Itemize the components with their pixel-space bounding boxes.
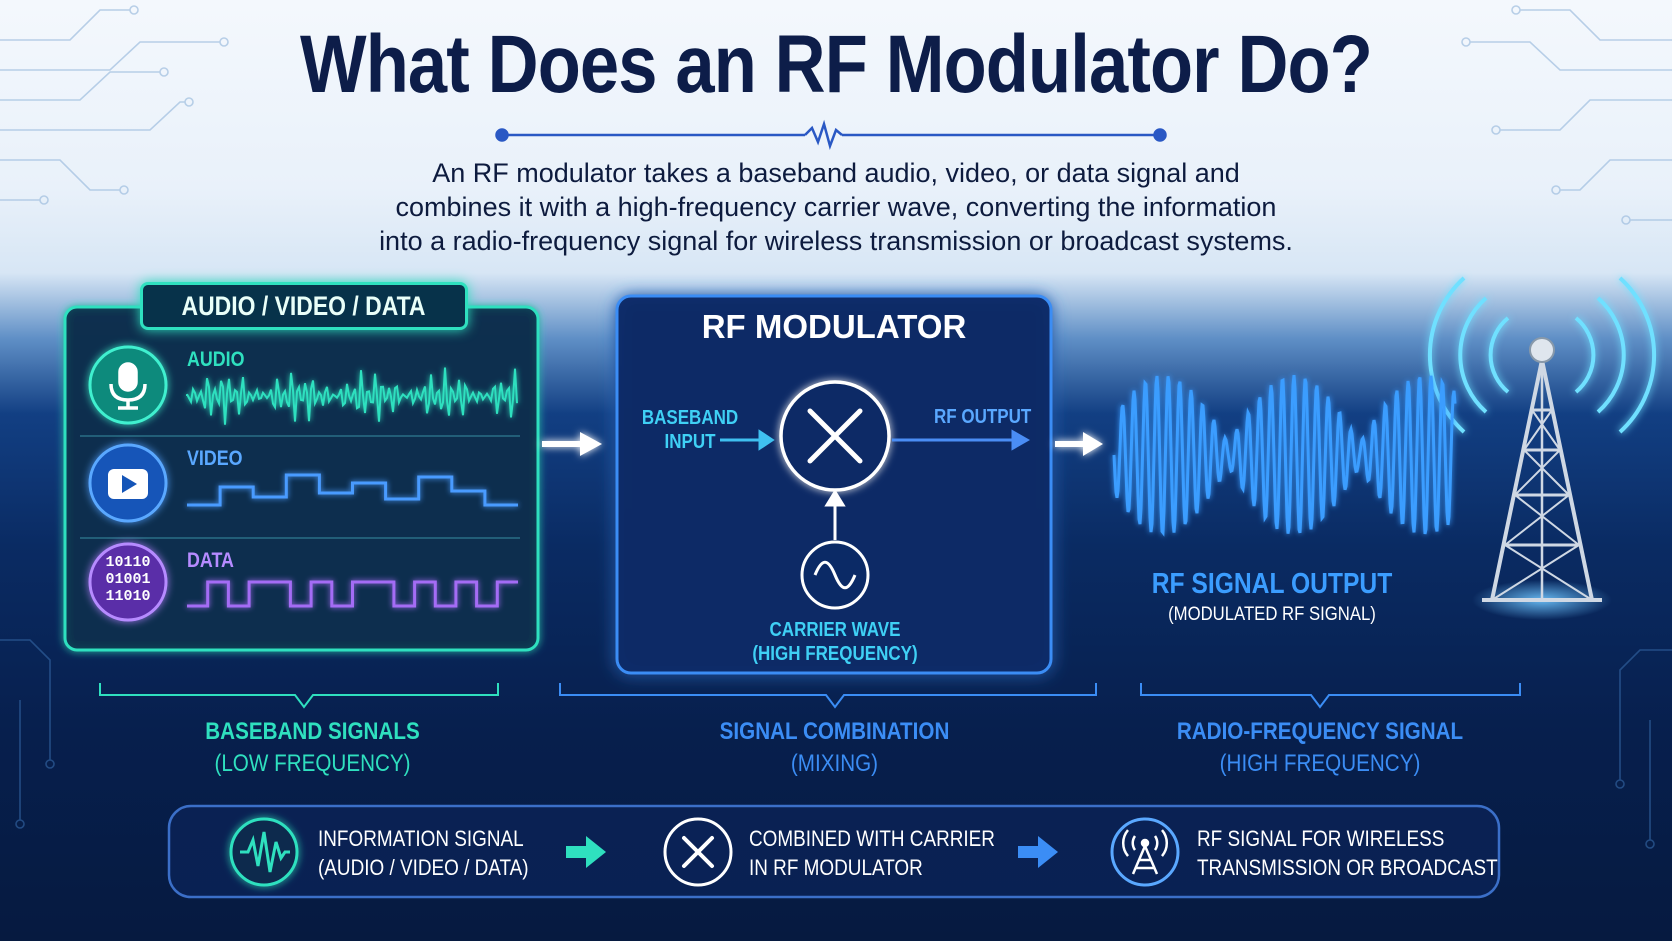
rf-output-waveform (1112, 374, 1457, 537)
mixer-icon (682, 836, 714, 868)
microphone-icon (109, 362, 147, 410)
stage-1-label: BASEBAND SIGNALS (205, 718, 420, 745)
tower-icon (1482, 359, 1602, 602)
summary-antenna-circle (1110, 817, 1180, 887)
rf-signal-output-subtitle: (MODULATED RF SIGNAL) (1168, 604, 1376, 625)
summary-wave-circle (229, 817, 299, 887)
modulator-arrows (720, 429, 1031, 540)
binary-icon: 10110 01001 11010 (105, 554, 151, 605)
stage-brackets (99, 683, 1521, 709)
data-label: DATA (187, 549, 234, 572)
video-waveform (187, 473, 518, 507)
stage-2-sub: (MIXING) (790, 750, 879, 777)
page-title: What Does an RF Modulator Do? (300, 19, 1373, 110)
video-label: VIDEO (187, 447, 243, 470)
sine-icon (813, 560, 857, 590)
stage-3-sub: (HIGH FREQUENCY) (1219, 750, 1421, 777)
modulator-title: RF MODULATOR (701, 308, 967, 345)
audio-label: AUDIO (187, 348, 245, 371)
baseband-input-label: BASEBAND INPUT (641, 407, 739, 453)
summary-step-2: COMBINED WITH CARRIER IN RF MODULATOR (749, 826, 995, 880)
description-line-1: An RF modulator takes a baseband audio, … (432, 158, 1240, 188)
play-icon (108, 469, 148, 499)
title-divider (495, 119, 1167, 151)
carrier-wave-label: CARRIER WAVE (HIGH FREQUENCY) (752, 619, 918, 665)
circuit-traces (0, 5, 1672, 225)
flow-arrow-1 (542, 432, 602, 456)
summary-arrows (566, 836, 1058, 868)
stage-3-label: RADIO-FREQUENCY SIGNAL (1176, 718, 1464, 745)
stage-1-sub: (LOW FREQUENCY) (214, 750, 411, 777)
flow-arrow-2 (1055, 432, 1103, 456)
description-line-3: into a radio-frequency signal for wirele… (379, 226, 1293, 256)
description-line-2: combines it with a high-frequency carrie… (395, 192, 1277, 222)
input-panel-tag: AUDIO / VIDEO / DATA (140, 282, 468, 330)
summary-step-1: INFORMATION SIGNAL (AUDIO / VIDEO / DATA… (318, 826, 529, 880)
data-waveform (187, 580, 518, 608)
mixer-x-icon (807, 408, 863, 464)
audio-waveform (186, 367, 518, 425)
data-icon-circle (88, 542, 168, 622)
circuit-traces-bottom (0, 639, 1672, 849)
waveform-icon (240, 831, 290, 873)
tower-signal-arcs (1427, 276, 1657, 434)
rf-signal-output-title: RF SIGNAL OUTPUT (1151, 568, 1393, 600)
summary-step-3: RF SIGNAL FOR WIRELESS TRANSMISSION OR B… (1197, 826, 1498, 880)
antenna-icon (1121, 829, 1169, 875)
rf-output-label: RF OUTPUT (934, 406, 1032, 428)
stage-2-label: SIGNAL COMBINATION (719, 718, 950, 745)
